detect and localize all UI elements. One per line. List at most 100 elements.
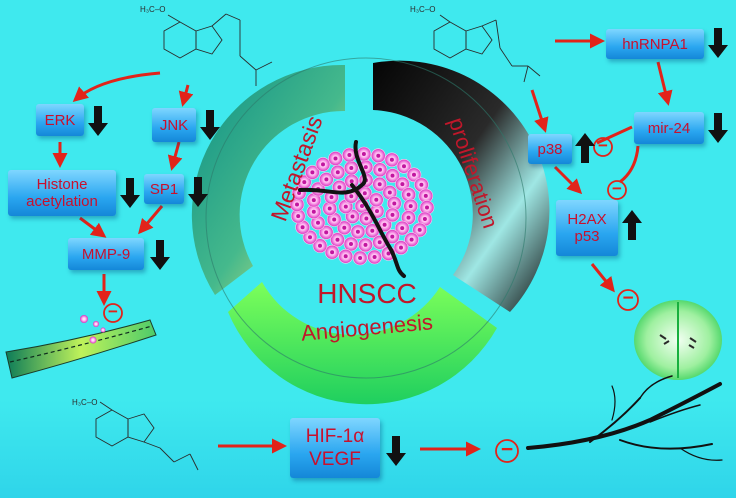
cell-nucleus — [300, 225, 305, 230]
hif-vegf-node: HIF-1α VEGF — [290, 418, 380, 478]
cell-nucleus — [330, 250, 335, 255]
cell-nucleus — [316, 220, 320, 225]
sp1-node: SP1 — [144, 174, 184, 204]
down-arrow-icon — [708, 28, 728, 58]
down-arrow-icon — [120, 178, 140, 208]
cell-nucleus — [343, 254, 348, 259]
cell-nucleus — [406, 215, 411, 220]
inhibit-minus: − — [622, 288, 634, 309]
cell-nucleus — [332, 217, 337, 222]
cell-nucleus — [349, 179, 354, 184]
cell-nucleus — [382, 222, 387, 227]
cell-nucleus — [402, 164, 406, 169]
erk-node: ERK — [36, 104, 84, 136]
h2ax-p53-node: H2AX p53 — [556, 200, 618, 256]
cell-nucleus — [335, 237, 340, 242]
molecule-top-center — [163, 13, 273, 86]
cell-nucleus — [377, 240, 382, 245]
cell-nucleus — [349, 194, 354, 199]
cell-nucleus — [375, 209, 379, 214]
cell-nucleus — [422, 217, 427, 221]
cell-nucleus — [347, 153, 352, 157]
methoxy-label: H₃C–O — [72, 398, 98, 407]
inhibit-minus: − — [612, 179, 622, 198]
down-arrow-icon — [188, 177, 208, 207]
cell-nucleus — [329, 195, 334, 200]
cell-nucleus — [400, 182, 405, 187]
metastasis-segment — [191, 64, 345, 296]
cell-nucleus — [297, 191, 302, 195]
cell-nucleus — [392, 201, 397, 206]
cell-nucleus — [387, 190, 392, 195]
up-arrow-icon — [575, 133, 595, 163]
angiogenesis-branches-icon — [526, 375, 723, 461]
mmp9-node: MMP-9 — [68, 238, 144, 270]
cell-nucleus — [302, 180, 307, 185]
cell-nucleus — [390, 234, 395, 239]
proliferation-segment — [373, 60, 550, 312]
jnk-node: JNK — [152, 108, 196, 142]
cell-nucleus — [360, 204, 364, 208]
cell-nucleus — [342, 225, 347, 230]
cell-nucleus — [350, 214, 355, 219]
hnrnpa1-node: hnRNPA1 — [606, 29, 704, 59]
inhibit-icon — [495, 439, 519, 463]
cell-nucleus — [389, 157, 394, 162]
angiogenesis-segment — [228, 282, 497, 405]
cell-nucleus — [327, 206, 332, 211]
cell-nucleus — [425, 205, 429, 210]
inhibit-icons — [103, 137, 639, 463]
up-arrow-icon — [622, 210, 642, 240]
inhibit-curves — [596, 125, 640, 184]
cell-nucleus — [324, 230, 329, 235]
cell-nucleus — [376, 153, 381, 158]
cell-nucleus — [295, 202, 299, 207]
cell-nucleus — [318, 243, 322, 248]
h2ax-label: H2AX — [567, 211, 607, 228]
cell-nucleus — [311, 209, 316, 214]
inhibit-icon — [607, 180, 627, 200]
inhibit-minus: − — [598, 136, 608, 155]
cell-nucleus — [412, 172, 416, 177]
cell-nucleus — [296, 214, 301, 219]
histone-line-2: acetylation — [26, 193, 98, 210]
p53-label: p53 — [574, 228, 600, 245]
blood-vessel-icon — [5, 315, 157, 379]
cell-nucleus — [378, 167, 382, 172]
inhibit-icon — [593, 137, 613, 157]
cell-nucleus — [409, 237, 414, 242]
cell-nucleus — [362, 191, 367, 196]
cell-nucleus — [358, 256, 363, 260]
central-ring — [191, 57, 550, 405]
cell-nucleus — [333, 156, 338, 161]
hif1a-label: HIF-1α — [305, 426, 365, 447]
histone-line-1: Histone — [36, 176, 88, 193]
cell-nucleus — [349, 166, 354, 170]
p38-node: p38 — [528, 134, 572, 164]
down-arrow-icon — [386, 436, 406, 466]
mir24-node: mir-24 — [634, 112, 704, 144]
cell-nucleus — [355, 229, 360, 234]
cell-nucleus — [343, 204, 348, 209]
cell-nucleus — [419, 182, 424, 187]
down-arrow-icon — [88, 106, 108, 136]
inhibit-minus: − — [500, 438, 514, 461]
pathway-arrows — [52, 33, 673, 457]
cell-nucleus — [349, 242, 353, 246]
cell-nucleus — [377, 182, 382, 187]
dividing-cell-icon — [634, 300, 722, 380]
cell-nucleus — [406, 192, 411, 197]
cell-nucleus — [321, 162, 325, 167]
cell-nucleus — [408, 204, 413, 209]
inhibit-minus: − — [108, 302, 118, 321]
cell-nucleus — [335, 170, 340, 175]
down-arrow-icon — [200, 110, 220, 140]
cell-nucleus — [386, 251, 391, 256]
hnscc-label: HNSCC — [317, 278, 417, 309]
histone-acetylation-node: Histone acetylation — [8, 170, 116, 216]
cell-nucleus — [364, 216, 369, 221]
cell-nucleus — [372, 255, 377, 259]
cell-nucleus — [361, 152, 366, 156]
